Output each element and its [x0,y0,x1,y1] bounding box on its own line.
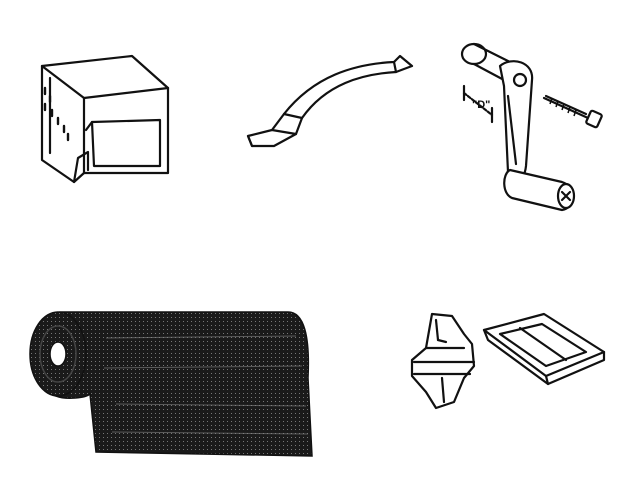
curved-bracket-drawing [246,54,414,148]
curved-bracket [244,52,420,156]
square-channel-tube-drawing [40,54,170,184]
window-crank-handle: "D" [452,36,622,216]
bolt [542,94,603,129]
latch-clip-and-frame-drawing [410,312,606,410]
window-crank-handle-drawing: "D" [460,42,603,212]
latch-clip [410,312,476,410]
latch-clip-and-frame [408,304,608,414]
screen-mesh-roll-drawing [29,311,313,457]
square-channel-tube [28,48,178,188]
screen-mesh-roll [26,308,313,458]
latch-frame [482,312,606,386]
dimension-d-label: "D" [472,99,490,111]
